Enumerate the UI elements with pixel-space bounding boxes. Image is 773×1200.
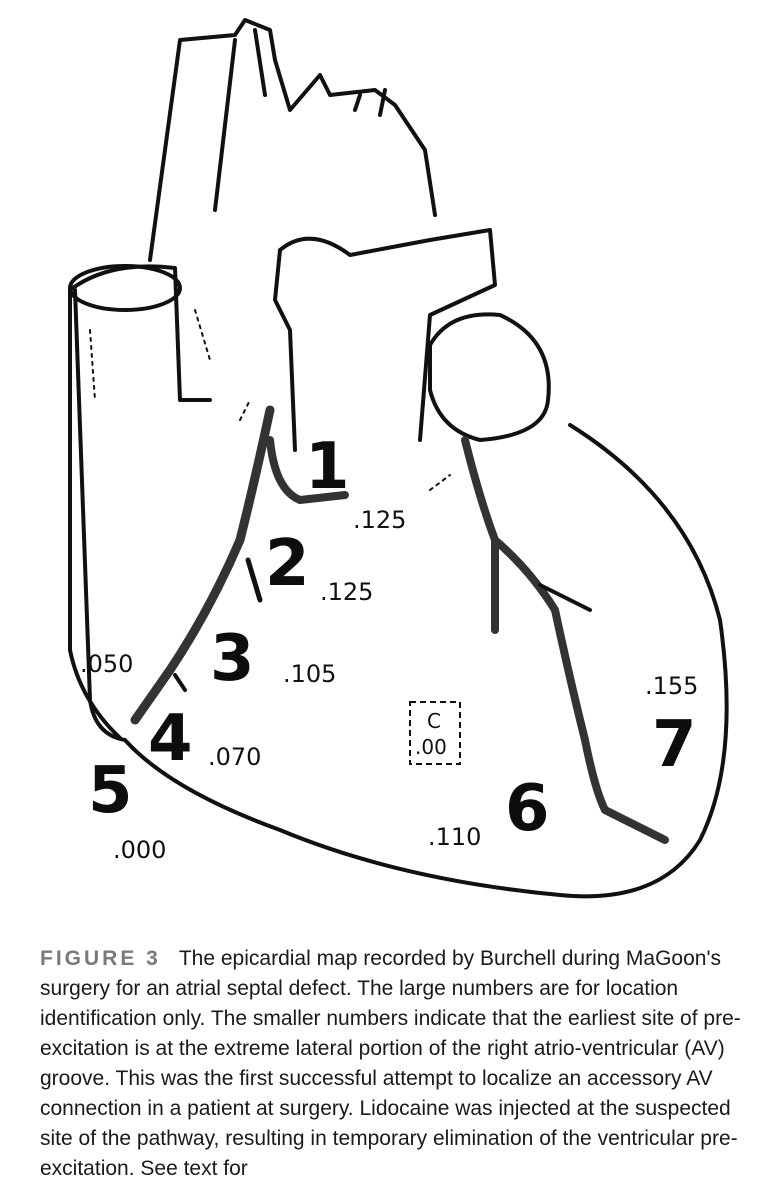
- control-box: [409, 701, 461, 765]
- lad-branch: [538, 583, 592, 612]
- site-value-4: .070: [208, 743, 261, 771]
- aorta-outline: [148, 18, 437, 262]
- right-atrium-edge: [68, 288, 122, 740]
- branch-4: [173, 673, 187, 692]
- site-number-5: 5: [88, 754, 133, 828]
- heart-diagram: 1 2 3 4 5 6 7 .125 .125 .105 .070 .000 .…: [68, 18, 729, 899]
- pulmonary-trunk: [273, 228, 497, 452]
- branch-1: [266, 436, 349, 504]
- vessel-stub-2: [378, 88, 387, 117]
- site-number-4: 4: [148, 702, 193, 776]
- site-value-6: .110: [428, 823, 481, 851]
- site-value-5: .000: [113, 836, 166, 864]
- site-value-3: .105: [283, 660, 336, 688]
- site-number-7: 7: [652, 708, 697, 782]
- right-coronary-artery: [130, 405, 275, 725]
- atrial-appendage: [428, 312, 551, 442]
- site-number-3: 3: [210, 622, 255, 696]
- left-coronary-artery: [461, 436, 669, 844]
- site-number-2: 2: [265, 527, 310, 601]
- site-number-1: 1: [305, 430, 350, 504]
- site-value-7: .155: [645, 672, 698, 700]
- control-box-value: .00: [415, 735, 447, 759]
- hatch-marks: [89, 309, 451, 491]
- edge-value: .050: [80, 650, 133, 678]
- site-value-1: .125: [353, 506, 406, 534]
- figure-label: FIGURE 3: [40, 947, 161, 970]
- site-value-2: .125: [320, 578, 373, 606]
- vessel-stub-1: [353, 93, 362, 112]
- caption-text: The epicardial map recorded by Burchell …: [40, 947, 741, 1180]
- vena-cava-top: [68, 264, 182, 312]
- control-box-label: C: [427, 709, 441, 733]
- branch-2: [245, 557, 263, 603]
- heart-illustration: 1 2 3 4 5 6 7 .125 .125 .105 .070 .000 .…: [68, 18, 729, 899]
- aorta-inner: [213, 28, 267, 212]
- site-number-6: 6: [505, 772, 550, 846]
- ventricle-outline: [88, 423, 729, 899]
